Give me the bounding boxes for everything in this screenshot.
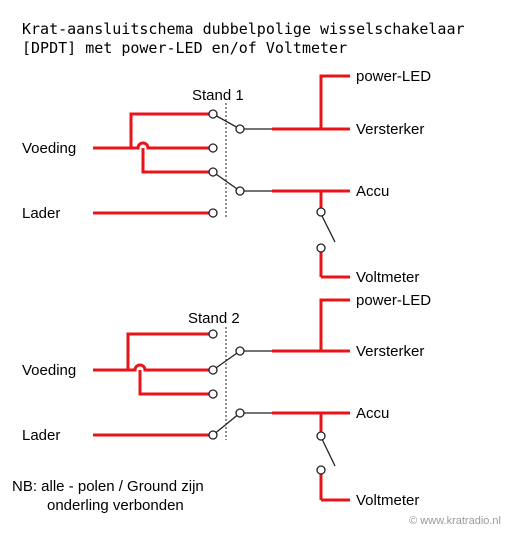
- switch-diagram-position-2: Stand 2: [22, 292, 431, 509]
- copyright-text: © www.kratradio.nl: [409, 515, 501, 527]
- terminal: [208, 143, 218, 153]
- terminal: [235, 346, 245, 356]
- title-line-1: Krat-aansluitschema dubbelpolige wissels…: [22, 20, 465, 38]
- note-line-2: onderling verbonden: [47, 497, 184, 514]
- accu-label-2: Accu: [356, 405, 389, 422]
- voltmeter-label-2: Voltmeter: [356, 492, 419, 509]
- switch-blade-lower-1: [212, 171, 241, 192]
- terminal: [208, 365, 218, 375]
- terminal: [316, 207, 326, 217]
- voeding-label-2: Voeding: [22, 362, 76, 379]
- switch-blade-upper-1: [212, 113, 241, 130]
- stand-1-label: Stand 1: [192, 87, 244, 104]
- lader-label-2: Lader: [22, 427, 60, 444]
- terminal: [235, 408, 245, 418]
- versterker-label-1: Versterker: [356, 121, 424, 138]
- voeding-label-1: Voeding: [22, 140, 76, 157]
- output-wiring-1: [272, 74, 350, 279]
- power-led-label-2: power-LED: [356, 292, 431, 309]
- accu-label-1: Accu: [356, 183, 389, 200]
- terminal: [208, 329, 218, 339]
- terminal: [208, 109, 218, 119]
- lader-label-1: Lader: [22, 205, 60, 222]
- voltmeter-label-1: Voltmeter: [356, 269, 419, 286]
- voeding-wiring-1: [93, 112, 213, 174]
- power-led-label-1: power-LED: [356, 68, 431, 85]
- terminal: [316, 243, 326, 253]
- title-line-2: [DPDT] met power-LED en/of Voltmeter: [22, 39, 347, 57]
- terminal: [208, 208, 218, 218]
- terminal: [316, 431, 326, 441]
- terminal: [208, 389, 218, 399]
- output-wiring-2: [272, 298, 350, 502]
- note-line-1: NB: alle - polen / Ground zijn: [12, 478, 204, 495]
- terminal: [235, 124, 245, 134]
- switch-blade-upper-2: [212, 350, 241, 371]
- terminal: [208, 430, 218, 440]
- voeding-wiring-2: [93, 332, 213, 396]
- versterker-label-2: Versterker: [356, 343, 424, 360]
- switch-blade-lower-2: [212, 412, 241, 436]
- terminal: [208, 167, 218, 177]
- terminal: [235, 186, 245, 196]
- switch-diagram-position-1: Stand 1: [22, 68, 431, 286]
- terminal: [316, 465, 326, 475]
- voltmeter-switch-1: [320, 213, 336, 243]
- stand-2-label: Stand 2: [188, 310, 240, 327]
- voltmeter-switch-2: [320, 436, 336, 467]
